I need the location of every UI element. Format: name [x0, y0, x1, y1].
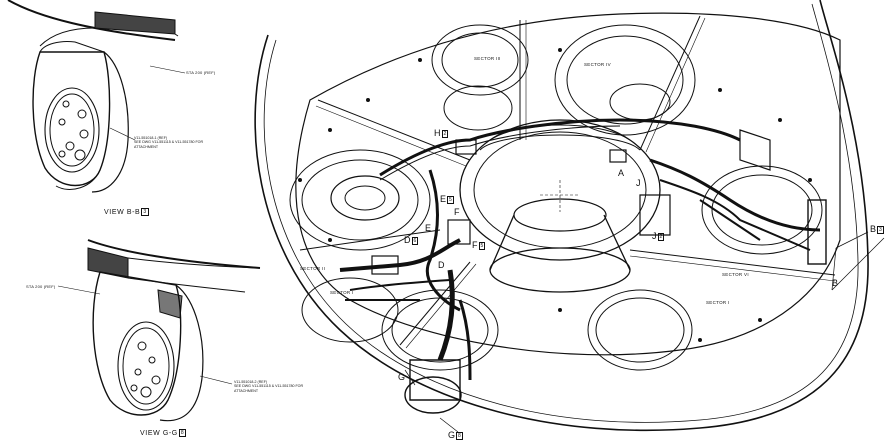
callout-j: J [636, 178, 641, 188]
detail-view-b [7, 0, 186, 193]
sector-label-1b: SECTOR I [330, 290, 354, 295]
callout-f: F [454, 207, 460, 217]
sector-label-1: SECTOR I [706, 300, 730, 305]
sector-label-3: SECTOR III [474, 56, 501, 61]
callout-b: B [832, 278, 839, 288]
callout-j2-letter: J [652, 231, 657, 241]
callout-gg-ref: 8 [456, 432, 463, 440]
callout-g: G [398, 372, 406, 382]
note-bottom: V11-551018-2 (REF) SEE DWG V11-551115 & … [234, 380, 303, 393]
heat-shield-platform [254, 0, 885, 433]
callout-h-letter: H [434, 128, 441, 138]
callout-e2: E [425, 223, 432, 233]
callout-bb-ref: 3 [877, 226, 884, 234]
callout-e-letter: E [440, 194, 447, 204]
callout-a: A [618, 168, 625, 178]
note-top: V11-551018-1 (REF) SEE DWG V11-551115 & … [134, 136, 203, 149]
sector-label-2: SECTOR II [300, 266, 326, 271]
callout-d-ref: 6 [411, 237, 419, 245]
sta-ref-bottom: STA 200 (REF) [26, 284, 56, 289]
note-top-line-1: V11-551018-1 (REF) [134, 136, 168, 140]
view-g-ref: 8 [178, 429, 187, 437]
note-top-line-3: ATTACHMENT [134, 144, 159, 149]
note-bottom-line-3: ATTACHMENT [234, 388, 259, 393]
callout-h-ref: 2 [441, 130, 449, 138]
callout-j2-ref: 2 [657, 233, 665, 241]
note-bottom-line-2: SEE DWG V11-551115 & V11-551780 FOR [234, 384, 304, 389]
callout-d-letter: D [404, 235, 411, 245]
callout-bb-letter: B [870, 224, 877, 234]
detail-view-g [57, 239, 261, 422]
callout-f2-letter: F [472, 240, 478, 250]
sta-ref-top: STA 200 (REF) [186, 70, 216, 75]
view-b-ref: 3 [141, 208, 149, 216]
callout-f2-ref: 5 [478, 242, 486, 250]
sector-label-4: SECTOR IV [584, 62, 611, 67]
view-b-text: VIEW B-B [104, 209, 141, 216]
callout-gg-letter: G [448, 430, 456, 440]
note-bottom-line-1: V11-551018-2 (REF) [234, 380, 268, 384]
sector-label-6: SECTOR VI [722, 272, 749, 277]
callout-d2: D [438, 260, 445, 270]
note-top-line-2: SEE DWG V11-551115 & V11-551780 FOR [134, 140, 204, 145]
view-g-text: VIEW G-G [140, 430, 178, 437]
callout-e-ref: 5 [447, 196, 454, 204]
